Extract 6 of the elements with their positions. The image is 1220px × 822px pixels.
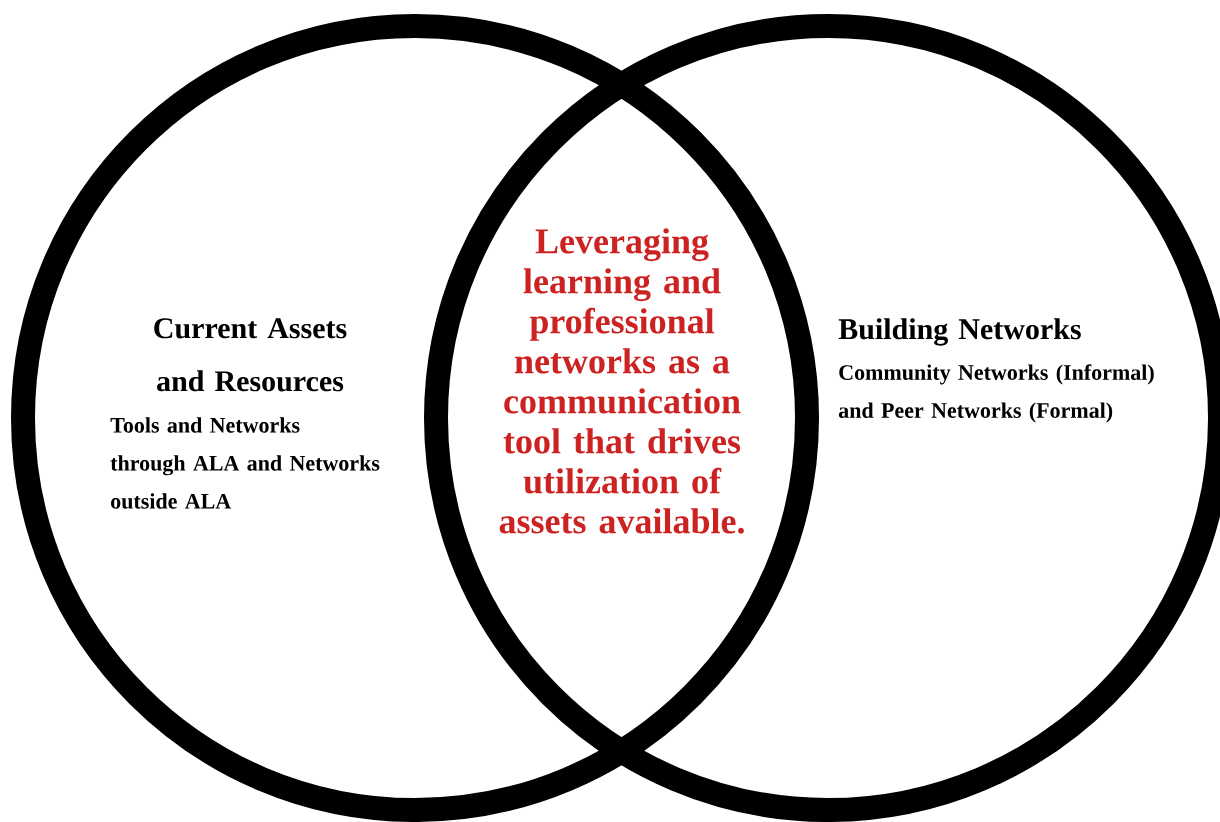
circle-text: Tools and Networks through ALA and Networks outside ALA — [110, 417, 380, 509]
circle-heading: Current Assets and Resources — [154, 318, 347, 392]
circle-heading: Building Networks — [838, 318, 1081, 346]
overlap-text: Leveraging learning and professional networks as a communication tool that drives utilization of assets available. — [499, 228, 744, 534]
venn-circle — [11, 14, 819, 822]
circle-text: Community Networks (Informal) and Peer Networks (Formal) — [838, 364, 1154, 423]
